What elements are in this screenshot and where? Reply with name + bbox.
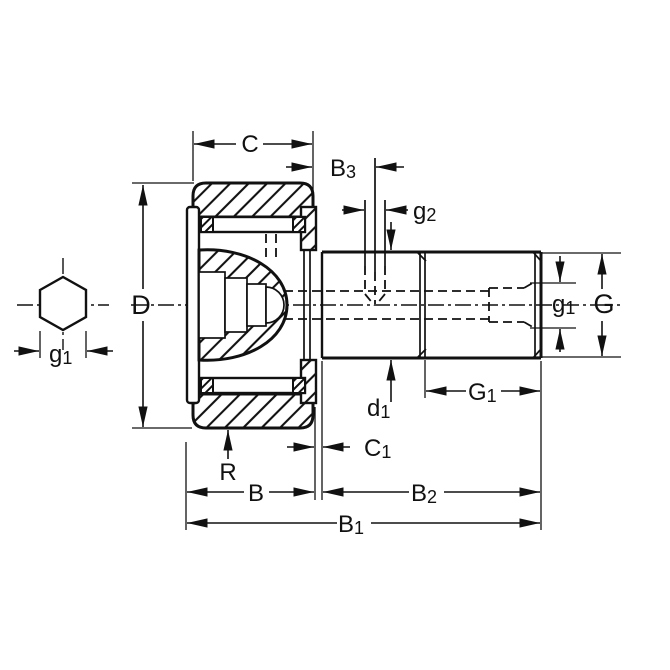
thread-chamfer-bottom-left (416, 348, 427, 359)
outer-ring-top-section (191, 181, 315, 219)
stud-shaft (320, 250, 543, 360)
thread-chamfer-top-left (416, 251, 427, 262)
dimension-lines (14, 139, 607, 528)
stud-head-step-3 (246, 283, 267, 327)
dimension-labels: C B3 g2 D g1 R d1 C1 B B2 B1 G1 g1 G (49, 131, 615, 538)
roller-rows (199, 215, 307, 395)
bearing-outer-ring (191, 181, 315, 430)
cross-hole-point-right (375, 293, 386, 306)
stud-head-step-1 (198, 271, 226, 339)
top-roller-retainer-right (292, 216, 306, 233)
bottom-roller-row (199, 376, 307, 395)
stud-head (197, 234, 289, 362)
cross-hole-point-left (364, 293, 375, 306)
dim-label-c1: C1 (364, 435, 391, 462)
dim-label-b1: B1 (338, 511, 364, 538)
hex-end-view (38, 275, 88, 332)
dim-label-d1: d1 (367, 395, 390, 422)
hex-outline (38, 275, 88, 332)
outer-ring-bottom-section (191, 392, 315, 430)
dim-label-g1-socket: g1 (552, 291, 575, 318)
top-roller-row (199, 215, 307, 234)
dim-label-r: R (219, 459, 236, 486)
bottom-roller-retainer-right (292, 377, 306, 394)
dim-label-b3: B3 (330, 155, 356, 182)
dim-label-c: C (241, 131, 258, 158)
dim-label-g: G (593, 289, 614, 319)
extension-lines (39, 131, 621, 530)
dim-label-g1-hex: g1 (49, 341, 72, 368)
stud-head-step-2 (224, 277, 248, 333)
hex-socket-chamfer-bottom (523, 321, 537, 330)
top-roller-retainer-left (200, 216, 214, 233)
dim-label-b: B (248, 480, 264, 507)
thread-chamfer-bottom-right (532, 348, 542, 359)
dim-label-d: D (131, 290, 151, 320)
dim-label-g2: g2 (413, 198, 436, 225)
bottom-roller-retainer-left (200, 377, 214, 394)
dim-label-b2: B2 (411, 480, 437, 507)
hidden-lines (284, 266, 537, 330)
dim-label-g1-thread: G1 (468, 379, 497, 406)
left-end-plate (185, 205, 201, 405)
thread-chamfer-top-right (532, 251, 542, 262)
center-lines (17, 258, 620, 350)
lube-hole-end (265, 286, 285, 324)
hex-socket-chamfer-top (523, 280, 537, 289)
